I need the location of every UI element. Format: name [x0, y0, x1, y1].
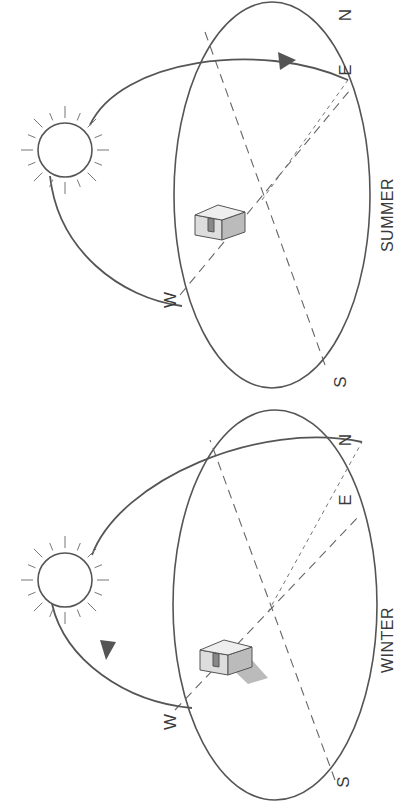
compass-letter: E — [337, 494, 354, 505]
compass-line — [180, 90, 350, 295]
sun — [38, 553, 92, 607]
direction-arrow — [278, 52, 296, 70]
compass-line — [210, 440, 335, 780]
compass-letter: S — [335, 776, 352, 787]
compass-letter: W — [162, 714, 179, 730]
sun-path — [92, 437, 362, 555]
compass-letter: E — [337, 64, 354, 75]
sun-ray — [95, 592, 102, 595]
sun-ray — [21, 150, 33, 151]
sun-ray — [97, 580, 109, 581]
season-label: SUMMER — [380, 178, 396, 252]
sun-ray — [88, 549, 96, 557]
sun-ray — [50, 543, 53, 550]
sun-ray — [95, 565, 102, 568]
sun-ray — [65, 106, 66, 118]
sun-ray — [88, 603, 96, 611]
sun-ray — [50, 113, 53, 120]
sun-ray — [28, 565, 35, 568]
sun-ray — [50, 610, 53, 617]
sun-ray — [77, 610, 80, 617]
sun-ray — [28, 135, 35, 138]
sun-ray — [28, 162, 35, 165]
sun-ray — [34, 173, 42, 181]
ground-ellipse — [173, 410, 377, 800]
sun — [38, 123, 92, 177]
sun-ray — [65, 536, 66, 548]
sunrise-line — [268, 442, 362, 612]
sun-path — [52, 604, 192, 708]
compass-letter: S — [332, 376, 349, 387]
sun-ray — [95, 135, 102, 138]
compass-letter: W — [162, 292, 179, 308]
compass-line — [205, 32, 325, 365]
sun-ray — [34, 119, 42, 127]
sun-ray — [28, 592, 35, 595]
sunrise-line — [262, 80, 348, 200]
sun-path — [50, 176, 182, 306]
sun-ray — [97, 150, 109, 151]
house — [200, 640, 268, 684]
sun-ray — [77, 180, 80, 187]
sun-ray — [21, 580, 33, 581]
sun-ray — [88, 173, 96, 181]
sun-ray — [65, 612, 66, 624]
compass-line — [175, 515, 360, 710]
sun-ray — [95, 162, 102, 165]
house — [195, 205, 245, 240]
sun-ray — [77, 113, 80, 120]
direction-arrow — [100, 640, 116, 660]
sun-ray — [34, 549, 42, 557]
sun-ray — [77, 543, 80, 550]
compass-letter: N — [337, 434, 354, 446]
compass-letter: N — [337, 9, 354, 21]
sun-ray — [50, 180, 53, 187]
sun-ray — [65, 182, 66, 194]
sun-ray — [34, 603, 42, 611]
season-label: WINTER — [380, 607, 396, 673]
sun-path — [90, 59, 348, 125]
sun-ray — [88, 119, 96, 127]
